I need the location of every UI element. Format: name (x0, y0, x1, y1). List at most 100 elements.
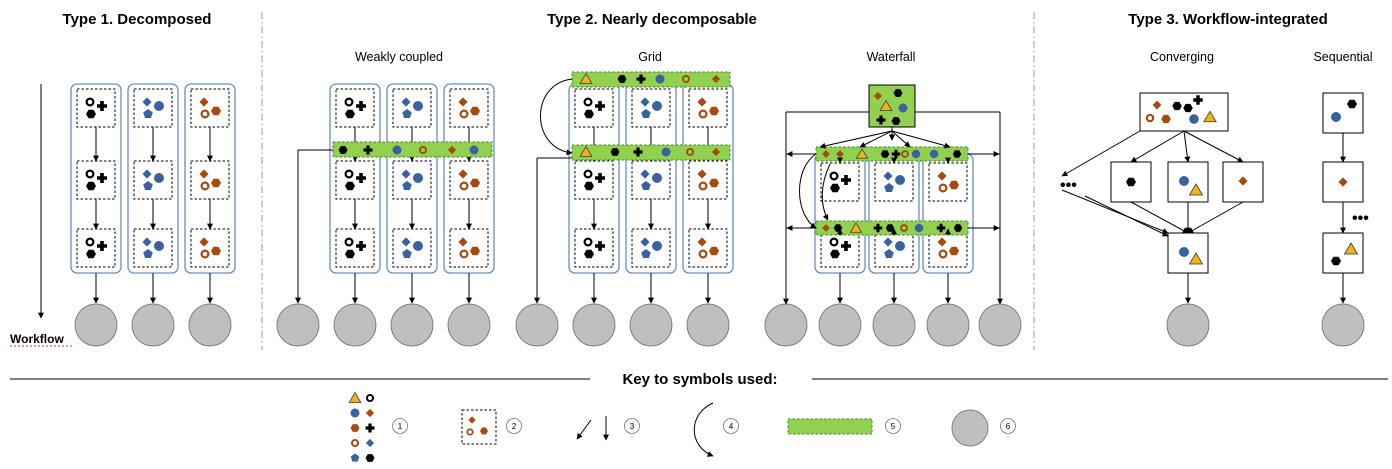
diamond-symbol (822, 224, 830, 232)
key-number-badge (506, 418, 522, 434)
ring-symbol (85, 97, 95, 107)
cross-symbol (891, 149, 901, 159)
triangle-symbol (855, 148, 869, 159)
diamond-symbol (365, 438, 375, 448)
key-number-badge (1000, 418, 1016, 434)
diamond-symbol (822, 150, 830, 158)
circle-symbol (154, 101, 164, 111)
ring-symbol (350, 438, 360, 448)
outcome-node (629, 303, 673, 347)
task-box (76, 160, 116, 200)
hexagon-symbol (470, 106, 480, 116)
diamond-symbol (697, 169, 707, 179)
outcome-node (74, 303, 118, 347)
pentagon-symbol (143, 249, 153, 258)
hexagon-symbol (345, 181, 355, 191)
pentagon-symbol (641, 249, 651, 258)
flow-arrow (819, 130, 893, 149)
diamond-symbol (199, 237, 209, 247)
circle-symbol (1189, 114, 1199, 124)
diamond-symbol (697, 97, 707, 107)
flow-arrow (1183, 130, 1244, 163)
triangle-symbol (579, 72, 593, 84)
circle-symbol (154, 173, 164, 183)
diamond-symbol (883, 237, 893, 247)
task-box (574, 160, 614, 200)
circle-symbol (898, 103, 908, 113)
hexagon-symbol (345, 109, 355, 119)
ring-symbol (583, 97, 593, 107)
pentagon-symbol (884, 183, 894, 192)
task-box (190, 228, 230, 268)
diamond-symbol (401, 169, 411, 179)
diamond-symbol (365, 408, 375, 418)
diamond-symbol (1338, 177, 1348, 187)
shared-component-bar (571, 71, 731, 88)
pentagon-symbol (641, 109, 651, 118)
diamond-symbol (447, 145, 457, 155)
hexagon-symbol (1331, 256, 1341, 266)
key-number-3: 3 (630, 422, 635, 431)
outcome-node (1321, 303, 1365, 347)
circle-symbol (652, 173, 662, 183)
key-number-badge (885, 418, 901, 434)
diamond-symbol (640, 237, 650, 247)
hexagon-symbol (584, 181, 594, 191)
flow-arrow (1061, 189, 1169, 234)
circle-symbol (469, 145, 479, 155)
circle-symbol (392, 145, 402, 155)
task-box (335, 88, 375, 128)
converging-top-box (1139, 92, 1229, 132)
cross-symbol (936, 223, 946, 233)
ring-symbol (459, 249, 469, 259)
diamond-symbol (458, 169, 468, 179)
ring-symbol (466, 428, 474, 436)
diamond-symbol (1238, 176, 1248, 186)
task-box (392, 160, 432, 200)
ring-symbol (829, 237, 839, 247)
task-box (335, 160, 375, 200)
outcome-node (276, 303, 320, 347)
task-box (820, 162, 860, 202)
diamond-symbol (883, 171, 893, 181)
outcome-node (926, 303, 970, 347)
triangle-symbol (879, 99, 893, 111)
task-box (688, 160, 728, 200)
hexagon-symbol (584, 109, 594, 119)
hexagon-symbol (952, 150, 962, 158)
task-box (574, 88, 614, 128)
outcome-node (818, 303, 862, 347)
hexagon-symbol (949, 246, 959, 256)
circle-symbol (652, 101, 662, 111)
key-number-4: 4 (729, 422, 734, 431)
cross-symbol (356, 173, 367, 183)
key-task-box (461, 409, 497, 445)
cross-symbol (1193, 95, 1203, 105)
task-box (631, 160, 671, 200)
flow-arrow (859, 130, 893, 148)
task-box (928, 162, 968, 202)
ring-symbol (459, 181, 469, 191)
diamond-symbol (142, 97, 152, 107)
circle-symbol (350, 408, 360, 418)
circle-symbol (914, 223, 924, 233)
task-box (688, 228, 728, 268)
cross-symbol (363, 145, 373, 155)
diamond-symbol (640, 97, 650, 107)
outcome-node (447, 303, 491, 347)
circle-symbol (1179, 247, 1189, 257)
hexagon-symbol (86, 181, 96, 191)
heading-type3: Type 3. Workflow-integrated (1128, 11, 1327, 28)
cross-symbol (97, 173, 107, 183)
ring-symbol (200, 249, 210, 259)
ring-symbol (698, 109, 708, 119)
outcome-node (872, 303, 916, 347)
triangle-symbol (1203, 110, 1217, 123)
ring-symbol (698, 249, 708, 259)
diamond-symbol (199, 169, 209, 179)
outcome-node (131, 303, 175, 347)
diamond-symbol (697, 237, 707, 247)
task-box (392, 228, 432, 268)
flow-arrow (1183, 130, 1191, 163)
